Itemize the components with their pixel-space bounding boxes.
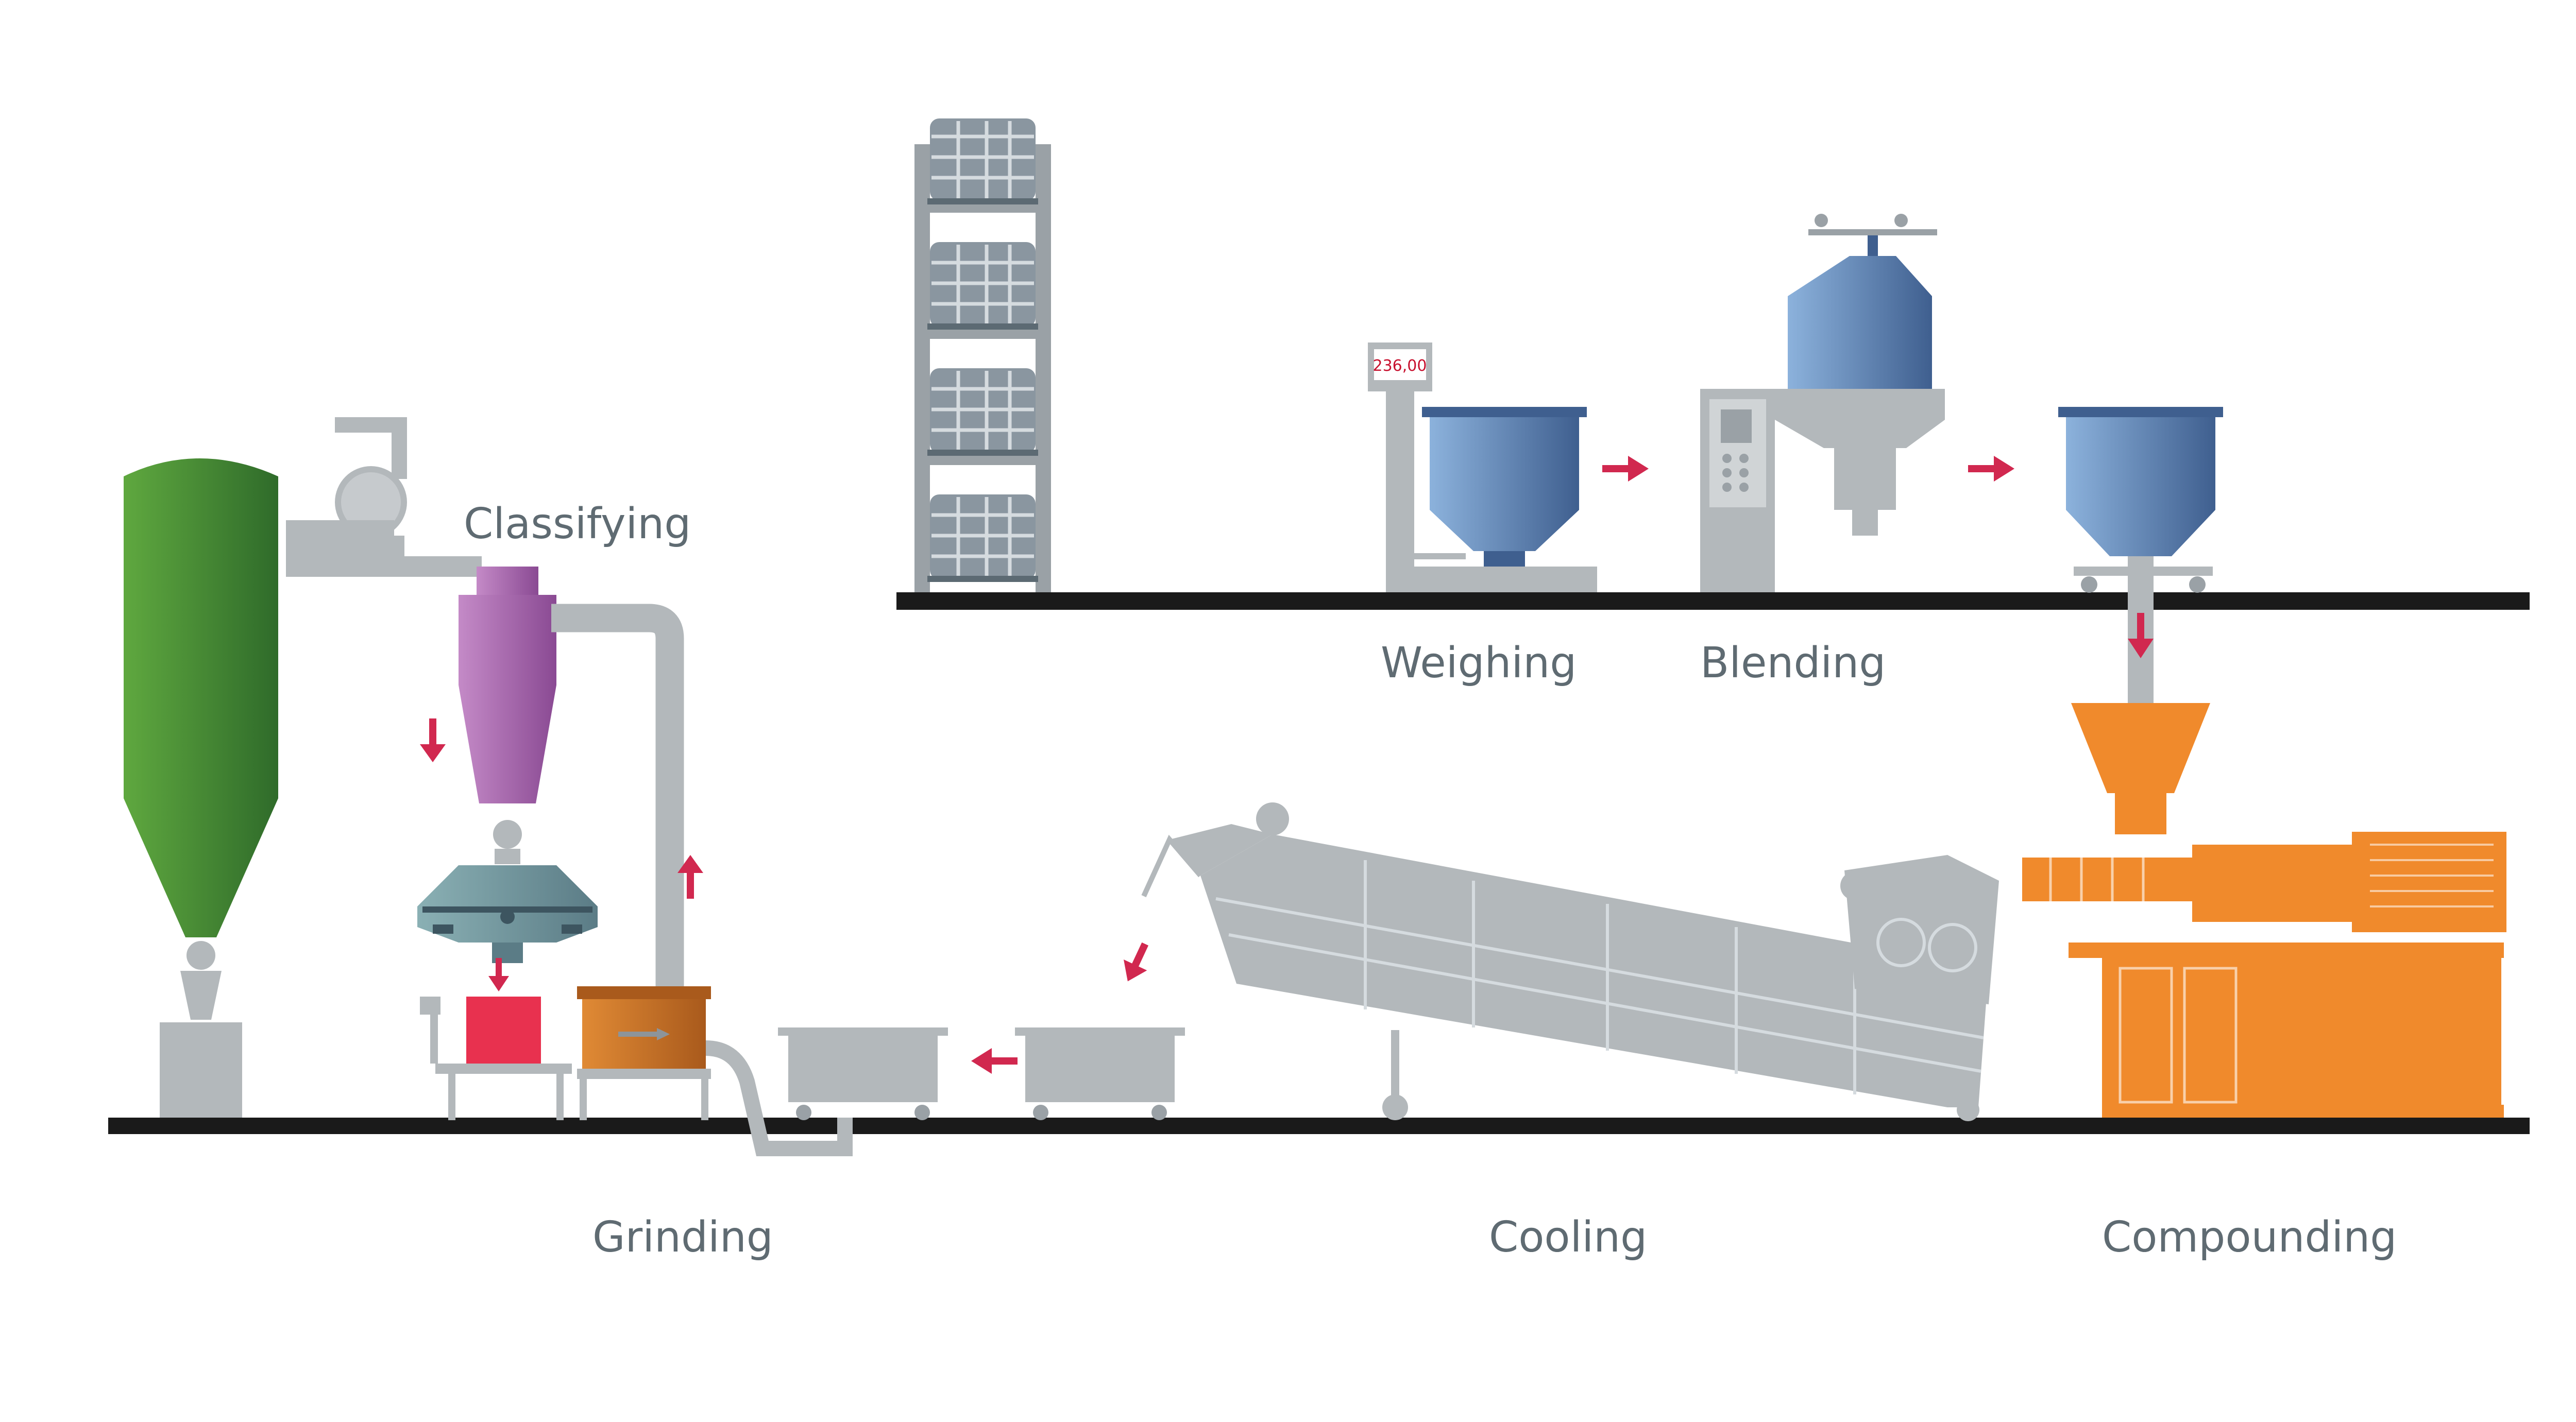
lower-floor: [108, 1118, 2530, 1134]
label-grinding: Grinding: [592, 1213, 773, 1262]
arrow-down-icon: [488, 958, 509, 991]
cooling-conveyor: [1141, 802, 1999, 1121]
arrow-left-icon: [971, 1048, 1018, 1074]
blower: [286, 417, 482, 577]
arrow-right-icon: [1968, 456, 2014, 482]
blender: [1700, 214, 1945, 592]
scale-display: 236,00: [1373, 357, 1427, 375]
cyclone-separator: [459, 567, 684, 994]
arrow-down-icon: [420, 718, 446, 762]
arrow-right-icon: [1602, 456, 1649, 482]
upper-floor: [896, 592, 2530, 610]
weighing-scale: 236,00: [1368, 342, 1597, 592]
label-classifying: Classifying: [464, 500, 691, 549]
arrow-down-icon: [2128, 613, 2154, 658]
cart-left: [778, 1027, 948, 1120]
feed-hopper: [2058, 407, 2223, 721]
label-compounding: Compounding: [2102, 1213, 2397, 1262]
arrow-up-icon: [677, 855, 703, 899]
cart-right: [1015, 1027, 1185, 1120]
storage-silo: [124, 458, 278, 1118]
grinder: [577, 986, 853, 1156]
label-cooling: Cooling: [1489, 1213, 1647, 1262]
label-weighing: Weighing: [1381, 639, 1577, 688]
compounding-extruder: [2022, 703, 2506, 1118]
collection-bin-table: [420, 997, 572, 1120]
pallet-rack: [914, 118, 1051, 592]
label-blending: Blending: [1700, 639, 1886, 688]
arrow-down-icon: [1124, 942, 1149, 982]
sieve-classifier: [417, 865, 598, 963]
